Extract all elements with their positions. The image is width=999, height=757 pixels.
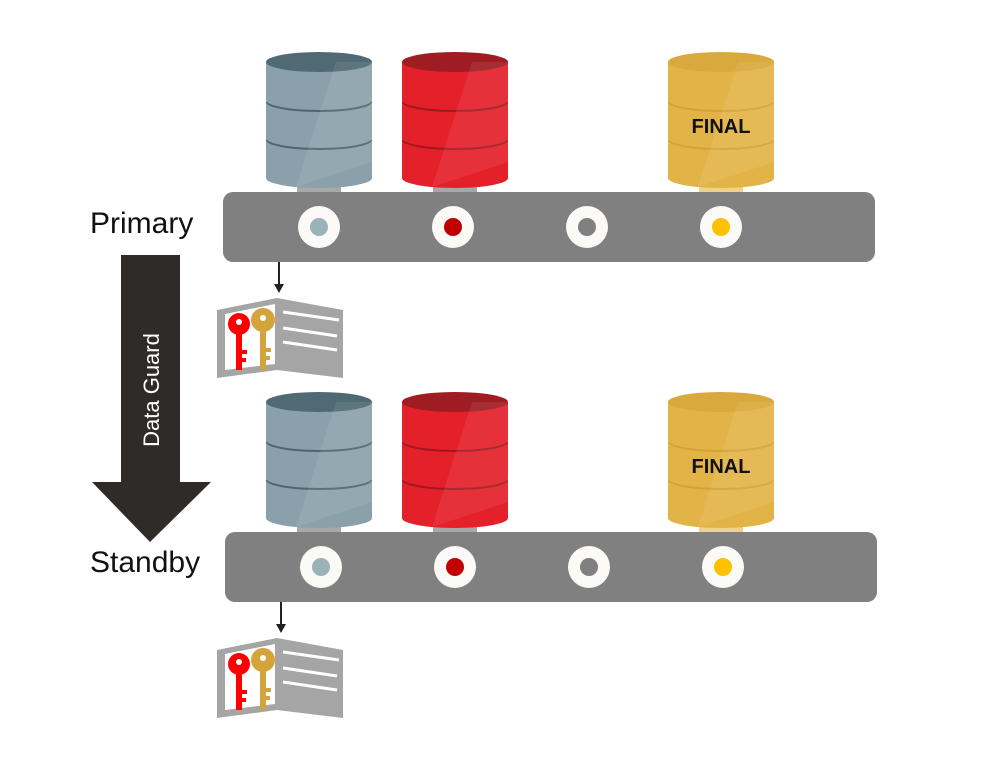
- port-dot: [578, 218, 596, 236]
- port-dot: [580, 558, 598, 576]
- port-dot: [312, 558, 330, 576]
- primary-port-yellow[interactable]: [700, 206, 742, 248]
- primary-connector-arrow: [274, 262, 284, 293]
- standby-port-empty[interactable]: [568, 546, 610, 588]
- port-dot: [446, 558, 464, 576]
- port-dot: [310, 218, 328, 236]
- primary-label: Primary: [90, 207, 194, 240]
- standby-port-red[interactable]: [434, 546, 476, 588]
- standby-port-yellow[interactable]: [702, 546, 744, 588]
- standby-port-gray[interactable]: [300, 546, 342, 588]
- standby-connector-arrow: [276, 602, 286, 633]
- port-dot: [714, 558, 732, 576]
- standby-wallet-keys-icon[interactable]: [215, 632, 347, 722]
- standby-label: Standby: [90, 546, 201, 579]
- data-guard-label: Data Guard: [139, 333, 164, 447]
- primary-port-gray[interactable]: [298, 206, 340, 248]
- db-red-cylinder[interactable]: [402, 392, 512, 542]
- db-final-cylinder[interactable]: [668, 392, 778, 542]
- primary-port-empty[interactable]: [566, 206, 608, 248]
- port-dot: [712, 218, 730, 236]
- db-red-cylinder[interactable]: [402, 52, 512, 202]
- db-gray-cylinder[interactable]: [266, 52, 376, 202]
- primary-port-red[interactable]: [432, 206, 474, 248]
- final-label: FINAL: [691, 456, 751, 478]
- data-guard-arrow: [92, 255, 211, 542]
- port-dot: [444, 218, 462, 236]
- db-gray-cylinder[interactable]: [266, 392, 376, 542]
- primary-wallet-keys-icon[interactable]: [215, 292, 347, 382]
- db-final-cylinder[interactable]: [668, 52, 778, 202]
- final-label: FINAL: [691, 116, 751, 138]
